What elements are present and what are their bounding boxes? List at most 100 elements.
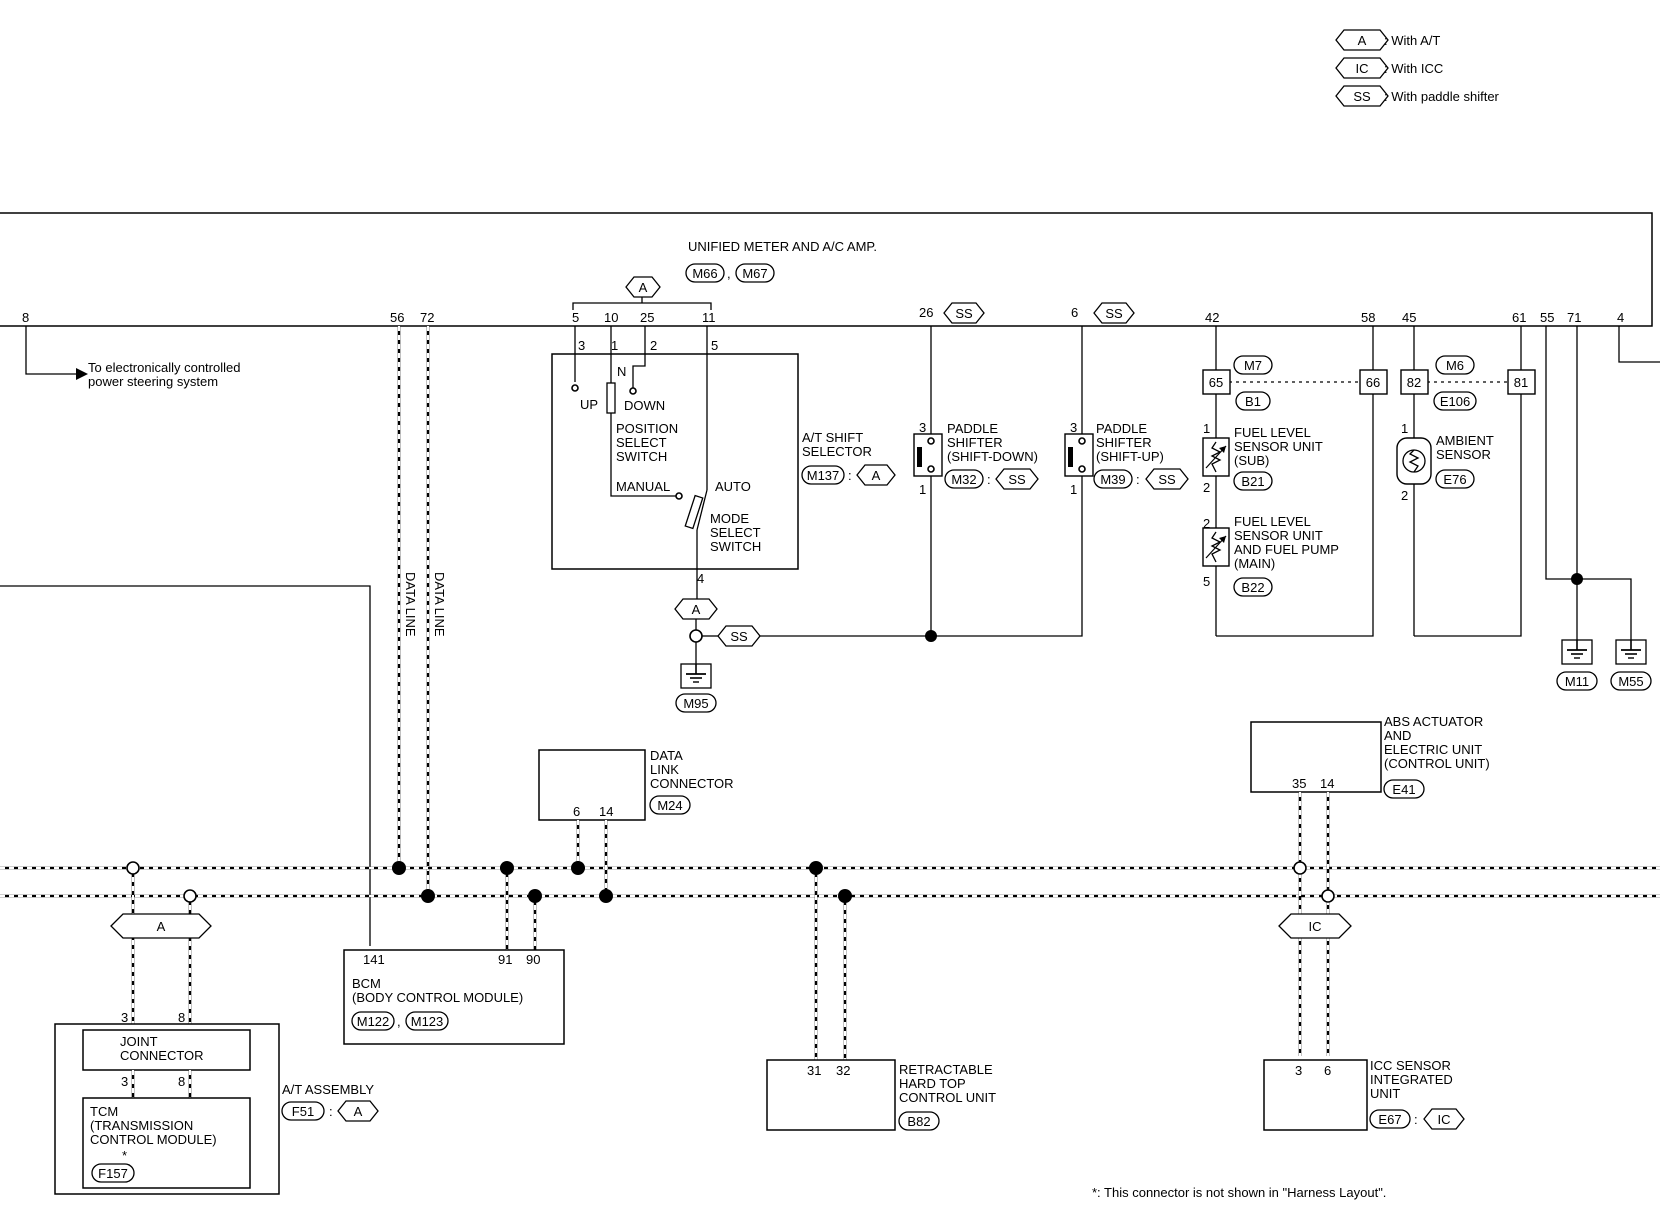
hard-top-title: CONTROL UNIT bbox=[899, 1090, 996, 1105]
eps-note-line: power steering system bbox=[88, 374, 218, 389]
connector-badge bbox=[944, 469, 984, 489]
pin-label: 3 bbox=[121, 1010, 128, 1025]
pin-label: 5 bbox=[1203, 574, 1210, 589]
legend-tag: A bbox=[1358, 33, 1367, 48]
joint-pin: 81 bbox=[1514, 375, 1528, 390]
pin-label: 71 bbox=[1567, 310, 1581, 325]
unified-meter: UNIFIED METER AND A/C AMP. M66 , M67 8 5… bbox=[0, 212, 1653, 327]
pin-label: 26 bbox=[919, 305, 933, 320]
tag-ss: SS bbox=[1008, 472, 1026, 487]
pin-label: 58 bbox=[1361, 310, 1375, 325]
bcm-title: (BODY CONTROL MODULE) bbox=[352, 990, 523, 1005]
label-n: N bbox=[617, 364, 626, 379]
ground-connector: M95 bbox=[683, 696, 708, 711]
pin-label: 14 bbox=[1320, 776, 1334, 791]
open-splice bbox=[689, 629, 703, 643]
connector-badge bbox=[1383, 779, 1425, 799]
tcm-connector: F157 bbox=[98, 1166, 128, 1181]
bcm-title: BCM bbox=[352, 976, 381, 991]
data-line-label: DATA LINE bbox=[432, 572, 447, 637]
paddle-down-title: SHIFTER bbox=[947, 435, 1003, 450]
pin-label: 3 bbox=[919, 420, 926, 435]
bus-splices bbox=[126, 861, 1335, 903]
ambient-joint-top: M6 bbox=[1446, 358, 1464, 373]
paddle-down-title: PADDLE bbox=[947, 421, 998, 436]
ground-icon bbox=[1561, 639, 1593, 665]
paddle-up-title: PADDLE bbox=[1096, 421, 1147, 436]
joint-connector-title: JOINT bbox=[120, 1034, 158, 1049]
connector-badge bbox=[1233, 471, 1273, 491]
eps-note-line: To electronically controlled bbox=[88, 360, 240, 375]
tag-ic: IC bbox=[1309, 919, 1322, 934]
pin-label: 1 bbox=[611, 338, 618, 353]
tag-a: A bbox=[692, 602, 701, 617]
fuel-sub-connector: B21 bbox=[1241, 474, 1264, 489]
bcm-connector-2: M123 bbox=[411, 1014, 444, 1029]
connector-badge bbox=[351, 1011, 395, 1031]
legend-item-ic: IC : With ICC bbox=[1335, 57, 1443, 79]
colon: : bbox=[987, 472, 991, 487]
label-manual: MANUAL bbox=[616, 479, 670, 494]
footnote: *: This connector is not shown in "Harne… bbox=[1092, 1185, 1386, 1200]
pin-label: 2 bbox=[1203, 480, 1210, 495]
pin-label: 6 bbox=[1071, 305, 1078, 320]
pin-label: 32 bbox=[836, 1063, 850, 1078]
meter-connector-1: M66 bbox=[692, 266, 717, 281]
pin-label: 8 bbox=[22, 310, 29, 325]
abs-title: ELECTRIC UNIT bbox=[1384, 742, 1482, 757]
tag-a: A bbox=[354, 1104, 363, 1119]
paddle-down-connector: M32 bbox=[951, 472, 976, 487]
mode-switch-title: SWITCH bbox=[710, 539, 761, 554]
position-switch-title: SELECT bbox=[616, 435, 667, 450]
bcm-connector-1: M122 bbox=[357, 1014, 390, 1029]
connector-badge bbox=[1233, 355, 1273, 375]
joint-connector-bottom: B1 bbox=[1245, 394, 1261, 409]
ambient-title: SENSOR bbox=[1436, 447, 1491, 462]
connector-badge bbox=[1233, 577, 1273, 597]
legend-tag: SS bbox=[1353, 89, 1371, 104]
data-link-connector: 6 14 DATA LINK CONNECTOR M24 bbox=[538, 748, 734, 896]
abs-title: (CONTROL UNIT) bbox=[1384, 756, 1490, 771]
colon: : bbox=[1136, 472, 1140, 487]
pin-label: 25 bbox=[640, 310, 654, 325]
connector-badge bbox=[1610, 671, 1652, 691]
label-auto: AUTO bbox=[715, 479, 751, 494]
pin-label: 1 bbox=[1070, 482, 1077, 497]
tag-a: A bbox=[639, 280, 648, 295]
connector-badge bbox=[91, 1163, 135, 1183]
icc-title: INTEGRATED bbox=[1370, 1072, 1453, 1087]
connector-separator: , bbox=[397, 1014, 401, 1029]
pin-label: 5 bbox=[711, 338, 718, 353]
pin-label: 6 bbox=[573, 804, 580, 819]
splice bbox=[1571, 573, 1583, 585]
icc-connector: E67 bbox=[1378, 1112, 1401, 1127]
connector-separator: , bbox=[727, 266, 731, 281]
legend-item-ss: SS : With paddle shifter bbox=[1335, 85, 1500, 107]
pin-label: 2 bbox=[1401, 488, 1408, 503]
pin-label: 3 bbox=[1295, 1063, 1302, 1078]
at-assembly-connector: F51 bbox=[292, 1104, 314, 1119]
dlc-title: DATA bbox=[650, 748, 683, 763]
tag-ss: SS bbox=[1158, 472, 1176, 487]
ground-connector: M11 bbox=[1565, 674, 1589, 689]
fuel-sub-title: FUEL LEVEL bbox=[1234, 425, 1311, 440]
colon: : bbox=[329, 1104, 333, 1119]
tag-a: A bbox=[157, 919, 166, 934]
joint-pin: 66 bbox=[1366, 375, 1380, 390]
fuel-main-title: SENSOR UNIT bbox=[1234, 528, 1323, 543]
pin-label: 55 bbox=[1540, 310, 1554, 325]
pin-label: 4 bbox=[1617, 310, 1624, 325]
pin-label: 31 bbox=[807, 1063, 821, 1078]
connector-badge bbox=[281, 1101, 325, 1121]
tag-a: A bbox=[872, 468, 881, 483]
connector-badge bbox=[1369, 1109, 1411, 1129]
legend-desc: : With A/T bbox=[1384, 33, 1440, 48]
tcm-title: TCM bbox=[90, 1104, 118, 1119]
ambient-title: AMBIENT bbox=[1436, 433, 1494, 448]
abs-actuator: 35 14 ABS ACTUATOR AND ELECTRIC UNIT (CO… bbox=[1250, 714, 1490, 1056]
wire bbox=[1618, 326, 1660, 363]
data-lines: DATA LINE DATA LINE bbox=[397, 326, 447, 896]
paddle-down-title: (SHIFT-DOWN) bbox=[947, 449, 1038, 464]
pin-label: 5 bbox=[572, 310, 579, 325]
